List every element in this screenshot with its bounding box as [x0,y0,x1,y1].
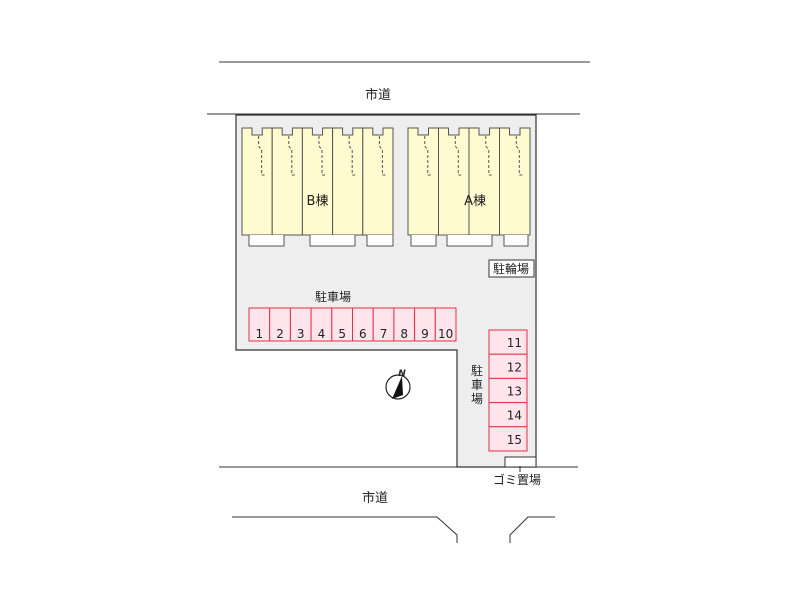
building-label: B棟 [307,194,329,209]
parking-space-12: 12 [488,353,528,379]
parking-number: 9 [421,327,429,341]
parking-space-2: 2 [269,307,291,342]
parking-number: 7 [380,327,388,341]
parking-number: 6 [359,327,367,341]
parking-main-label: 駐車場 [315,289,351,304]
parking-number: 8 [400,327,408,341]
parking-number: 15 [507,433,522,447]
building-unit [407,127,439,236]
parking-number: 2 [276,327,284,341]
building-unit [332,127,364,236]
parking-side-label-1: 駐 [471,363,483,378]
balcony [248,235,285,247]
road-bottom-curb-right [509,516,555,543]
stair-outline [515,136,525,176]
parking-side-label-2: 車 [471,378,483,392]
building-unit [438,127,470,236]
parking-space-5: 5 [331,307,353,342]
parking-number: 1 [256,327,264,341]
road-bottom-label: 市道 [362,490,388,506]
road-top-label: 市道 [365,87,391,103]
garbage-area [504,456,537,468]
road-bottom-curb-left [232,516,458,543]
building-unit [468,127,500,236]
parking-space-3: 3 [289,307,312,342]
balcony [410,235,437,247]
stair-outline [348,136,358,176]
bicycle-parking-label: 駐輪場 [493,261,529,276]
parking-number: 3 [297,327,305,341]
parking-space-8: 8 [393,307,416,342]
building-unit [301,127,334,236]
parking-space-1: 1 [248,307,271,342]
parking-space-14: 14 [488,402,528,428]
stair-outline [258,136,267,176]
parking-space-13: 13 [488,377,528,404]
parking-number: 4 [318,327,326,341]
parking-space-11: 11 [488,329,528,355]
building-unit [241,127,273,236]
parking-number: 10 [438,327,453,341]
parking-space-6: 6 [352,307,374,342]
parking-number: 14 [507,409,522,423]
parking-side-label-3: 場 [471,392,483,406]
stair-outline [318,136,328,176]
parking-space-9: 9 [414,307,436,342]
building-unit [362,127,394,236]
stair-outline [485,136,494,176]
building-unit [499,127,531,236]
compass-label: N [398,369,406,379]
parking-space-10: 10 [434,307,457,342]
parking-number: 12 [507,360,522,374]
building-unit [271,127,303,236]
compass-icon: N [385,369,411,400]
balcony [366,235,394,247]
stair-outline [378,136,388,176]
building-b: B棟 [241,127,394,247]
parking-number: 5 [338,327,346,341]
stair-outline [288,136,297,176]
parking-number: 13 [507,385,522,399]
building-a: A棟 [407,127,531,247]
balcony [446,235,493,247]
parking-space-15: 15 [488,426,528,452]
parking-number: 11 [507,336,522,350]
stair-outline [454,136,464,176]
garbage-label: ゴミ置場 [493,472,541,487]
building-label: A棟 [464,194,486,209]
parking-space-4: 4 [310,307,333,342]
balcony [309,235,356,247]
parking-space-7: 7 [372,307,395,342]
bicycle-parking-box [488,259,535,278]
stair-outline [424,136,433,176]
balcony [503,235,529,247]
